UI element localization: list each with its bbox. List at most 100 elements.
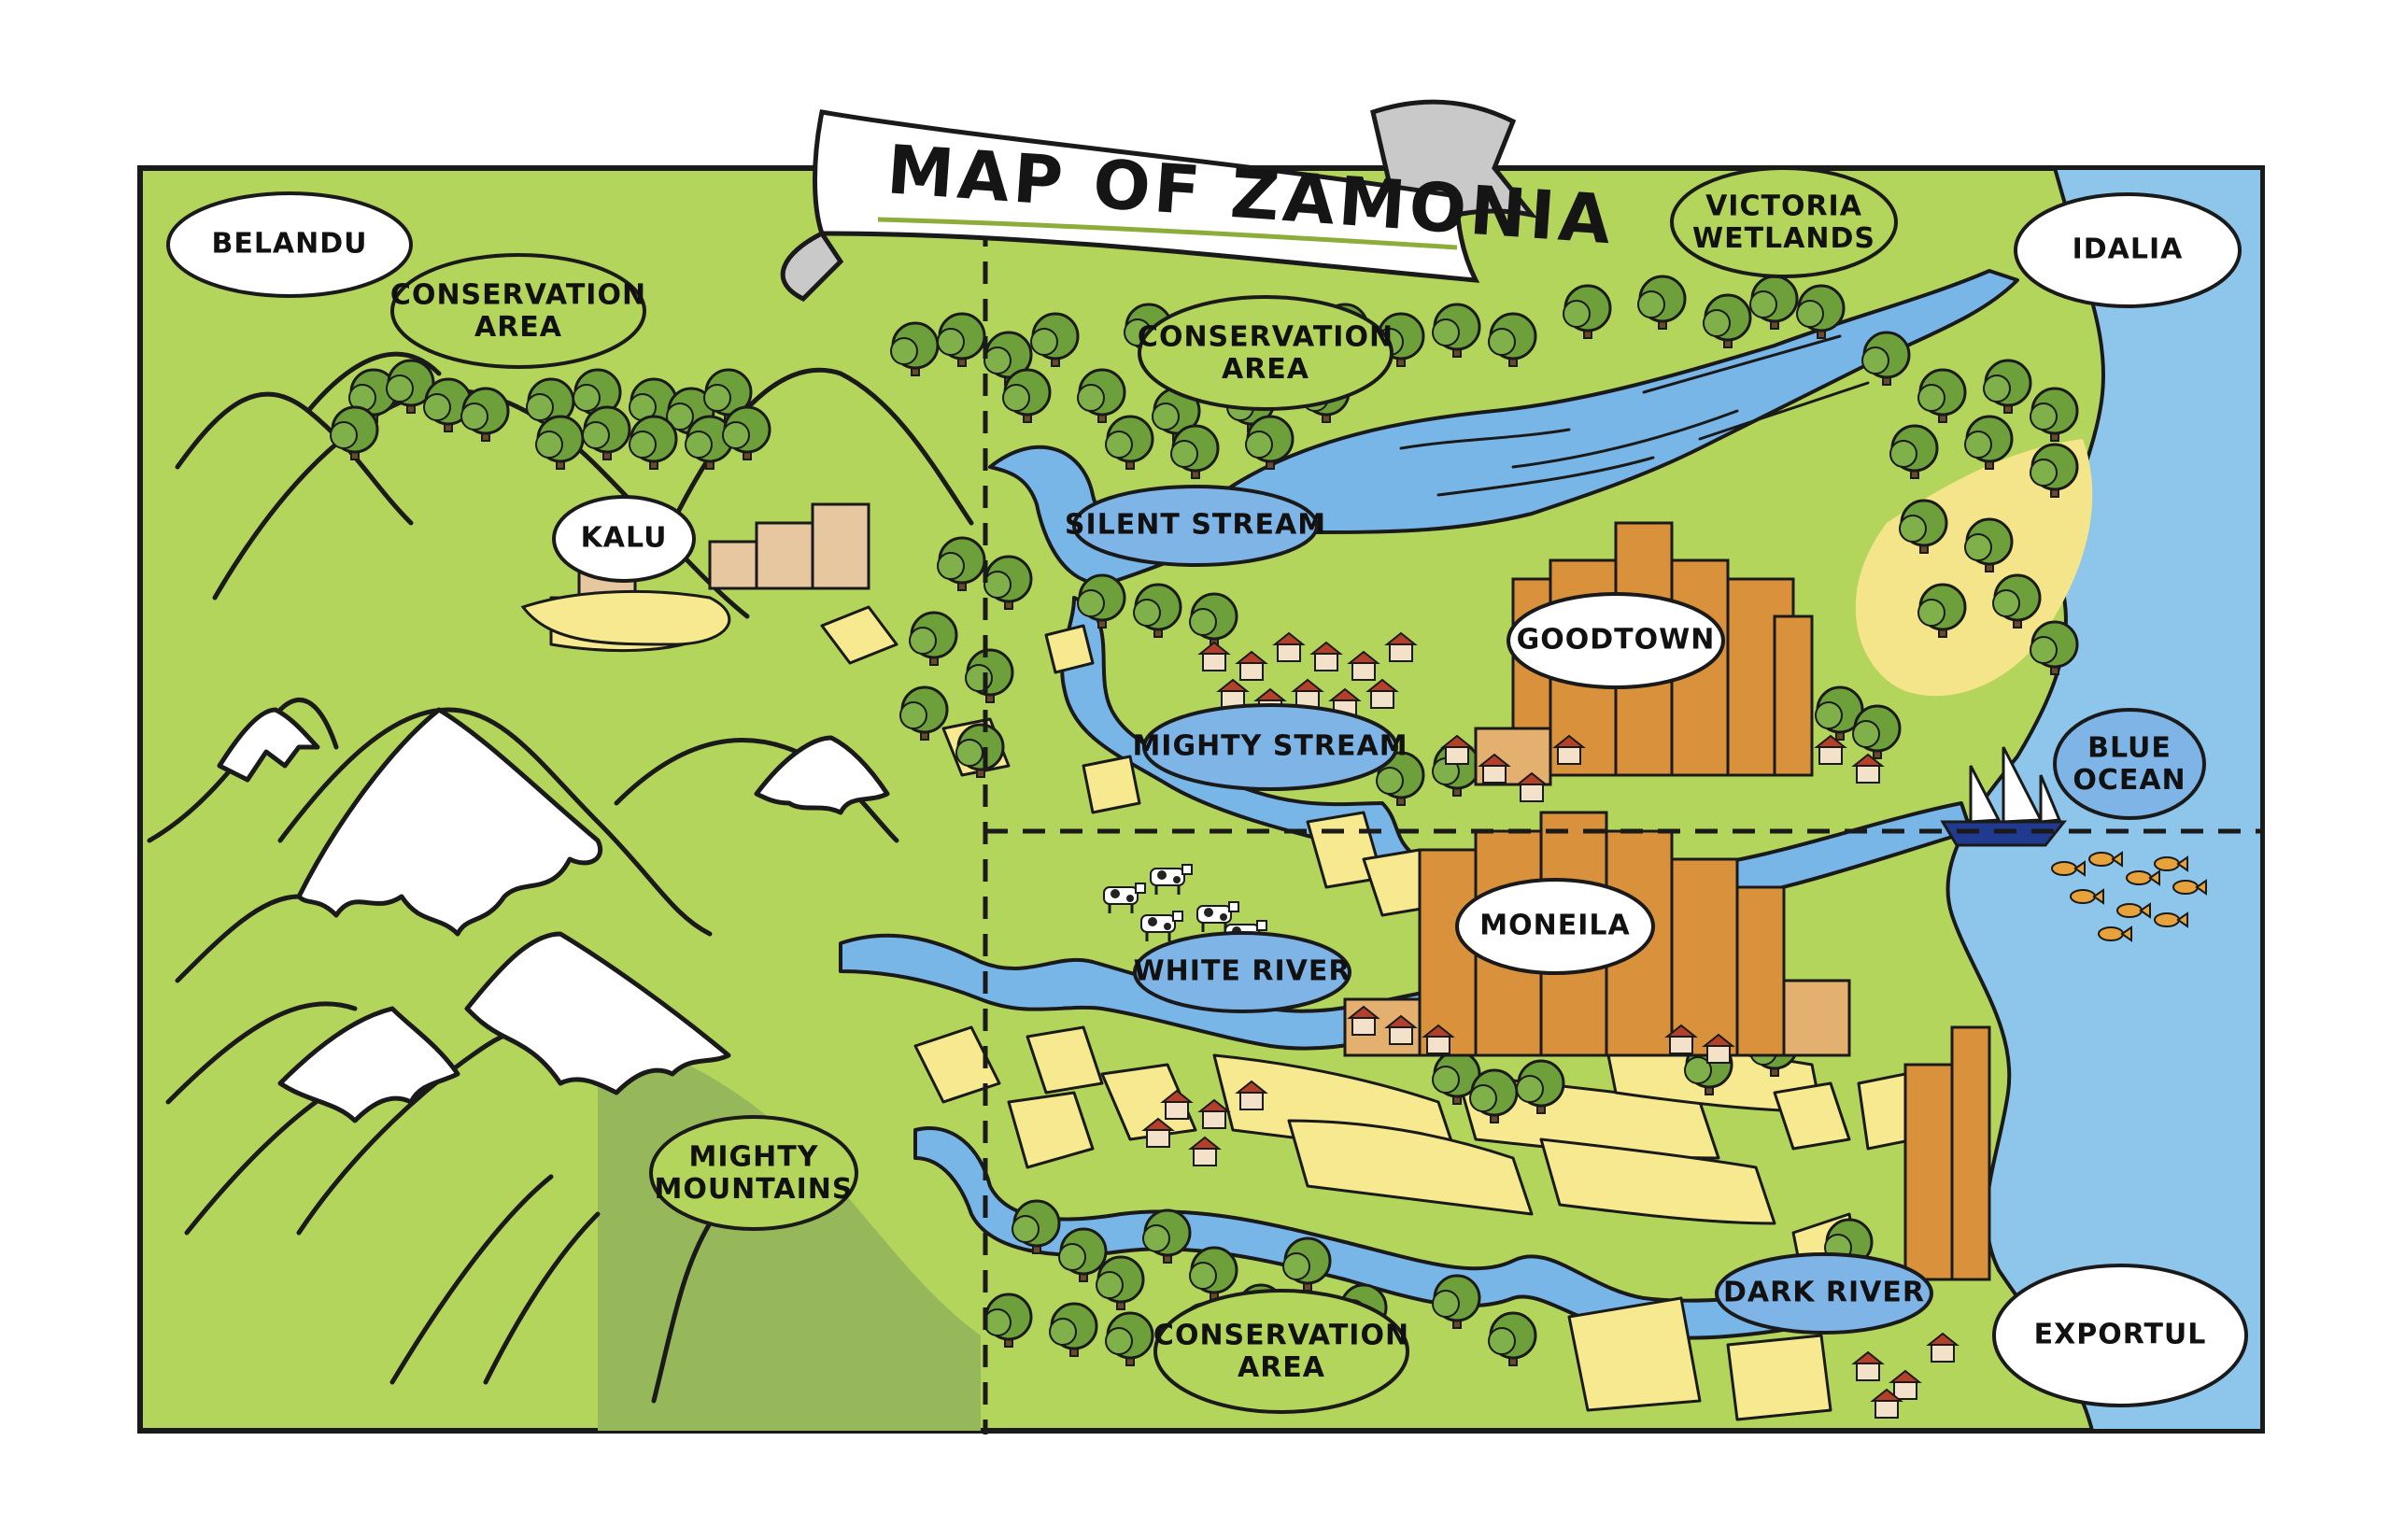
label-kalu: KALU <box>552 495 696 583</box>
label-bubble <box>1153 1289 1409 1414</box>
tree-icon <box>1002 368 1052 423</box>
tree-icon <box>629 415 678 470</box>
label-text: SILENT STREAM <box>1065 509 1326 542</box>
house-icon <box>1235 1080 1268 1110</box>
label-text: MIGHTY STREAM <box>1132 730 1408 763</box>
house-icon <box>1664 1024 1698 1054</box>
label-bubble <box>552 495 696 583</box>
tree-icon <box>1488 1311 1537 1366</box>
label-bubble <box>1507 592 1725 689</box>
label-idalia: IDALIA <box>2014 192 2242 308</box>
tree-icon <box>2030 443 2079 498</box>
label-bubble <box>1715 1252 1933 1335</box>
label-bubble <box>649 1115 858 1231</box>
cow-icon <box>1103 883 1146 913</box>
village-kalu <box>577 502 870 609</box>
house-icon <box>1197 1098 1231 1129</box>
tree-icon <box>909 611 958 666</box>
tree-icon <box>1964 517 2014 572</box>
tree-icon <box>1796 284 1846 339</box>
tree-icon <box>983 555 1033 610</box>
label-text: BELANDU <box>211 228 367 261</box>
house-icon <box>1384 1014 1418 1045</box>
house-icon <box>1889 1369 1922 1400</box>
tree-icon <box>703 368 753 423</box>
tree-icon <box>1992 573 2042 629</box>
label-text: WHITE RIVER <box>1134 955 1351 988</box>
tree-icon <box>1096 1255 1145 1310</box>
label-text: KALU <box>581 522 668 555</box>
tree-icon <box>1170 424 1220 479</box>
snow-caps <box>217 707 890 1123</box>
house-icon <box>1197 641 1231 671</box>
tree-icon <box>1012 1199 1061 1254</box>
tree-icon <box>1917 368 1967 423</box>
house-icon <box>1216 678 1250 709</box>
label-exportul: EXPORTUL <box>1992 1264 2248 1407</box>
tower-south-east <box>1903 1025 1991 1281</box>
house-icon <box>1309 641 1343 671</box>
label-bubble <box>1142 703 1398 791</box>
fish-icon <box>2051 860 2086 877</box>
label-bubble <box>1992 1264 2248 1407</box>
label-bubble <box>1138 295 1394 411</box>
tree-icon <box>460 387 510 442</box>
tree-icon <box>1637 275 1687 330</box>
tree-icon <box>1049 1302 1098 1357</box>
house-icon <box>1384 631 1418 662</box>
tree-icon <box>1077 368 1126 423</box>
label-goodtown: GOODTOWN <box>1507 592 1725 689</box>
cow-icon <box>1140 911 1183 941</box>
house-icon <box>1141 1117 1175 1148</box>
label-bubble <box>1455 878 1655 975</box>
tree-icon <box>1563 284 1612 339</box>
house-icon <box>1440 734 1474 765</box>
tree-icon <box>983 1293 1033 1348</box>
tree-icon <box>1432 1274 1481 1329</box>
fish-icon <box>2172 879 2207 896</box>
label-bubble <box>1072 485 1319 567</box>
fish-icon <box>2126 869 2160 886</box>
tree-icon <box>983 331 1033 386</box>
tree-icon <box>348 368 398 423</box>
label-mighty-stream: MIGHTY STREAM <box>1132 703 1408 791</box>
tree-icon <box>1376 751 1425 806</box>
label-belandu: BELANDU <box>166 191 413 298</box>
tree-icon <box>1899 499 1948 554</box>
house-icon <box>1478 753 1511 784</box>
tree-icon <box>937 312 986 367</box>
tree-icon <box>899 685 949 741</box>
label-text: DARK RIVER <box>1723 1277 1925 1309</box>
cow-icon <box>1196 901 1239 932</box>
house-icon <box>1851 1350 1885 1381</box>
fish-icon <box>2154 855 2188 872</box>
fish-icon <box>2070 888 2104 905</box>
fish-icon <box>2116 902 2151 919</box>
tree-icon <box>722 405 771 460</box>
fish-icon <box>2088 851 2123 868</box>
house-icon <box>1235 650 1268 681</box>
tree-icon <box>1058 1227 1108 1282</box>
house-icon <box>1870 1388 1903 1419</box>
tree-icon <box>1703 293 1752 348</box>
label-bubble <box>2053 708 2206 820</box>
tree-icon <box>1189 1246 1238 1301</box>
kalu-field <box>520 589 731 646</box>
tree-icon <box>1105 1311 1154 1366</box>
tree-icon <box>1983 359 2032 414</box>
tree-icon <box>1152 387 1201 442</box>
label-bubble <box>390 253 646 369</box>
tree-icon <box>1282 1236 1332 1292</box>
tree-icon <box>330 405 379 460</box>
